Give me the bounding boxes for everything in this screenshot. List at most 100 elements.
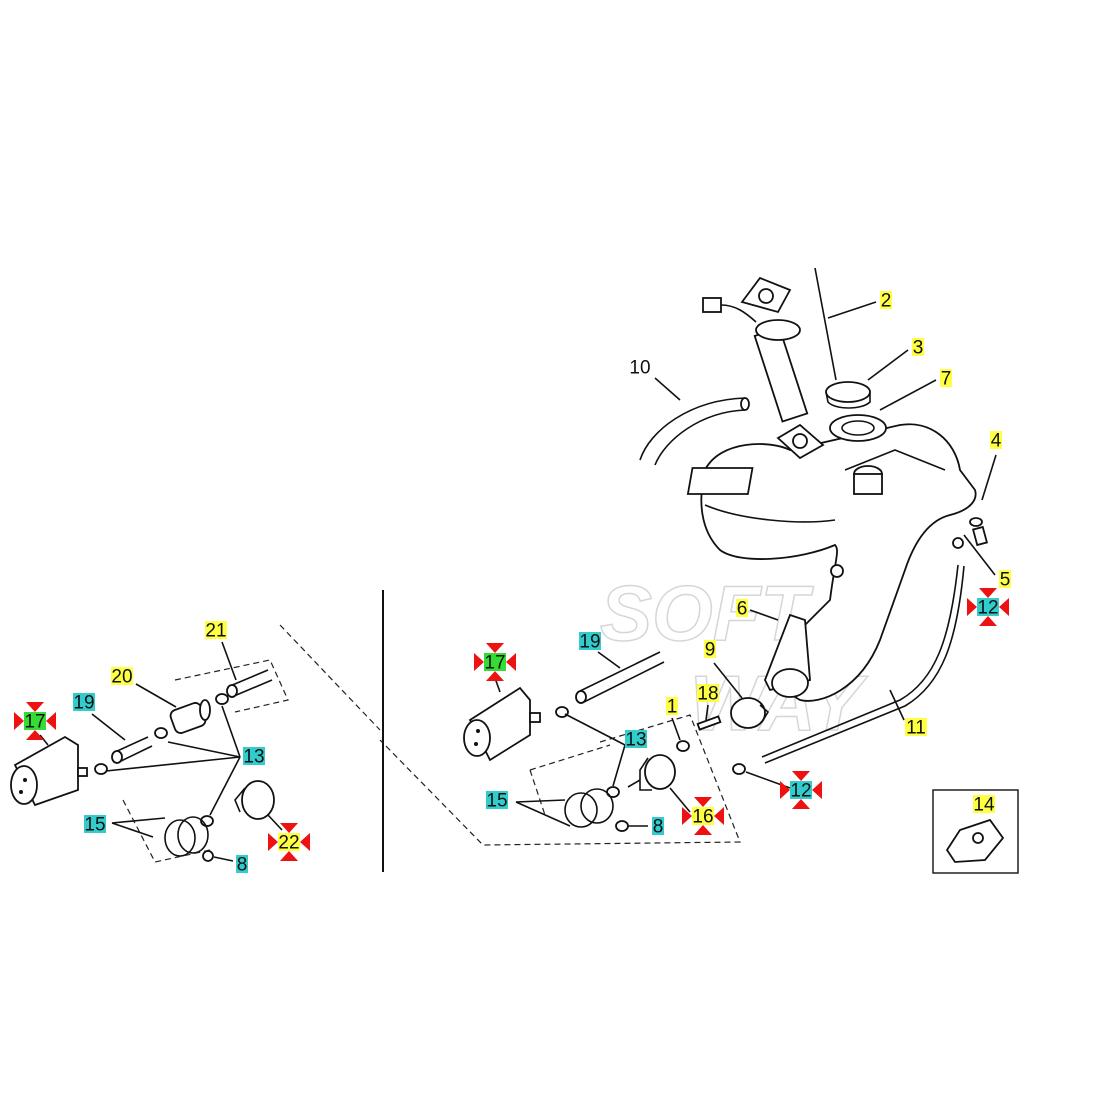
callout-highlight [652, 817, 664, 835]
callout-number: 22 [278, 833, 299, 854]
hose-19-left [111, 736, 153, 764]
callout-15[interactable]: 15 [84, 815, 106, 836]
callout-8[interactable]: 8 [236, 855, 248, 876]
callout-1[interactable]: 1 [666, 697, 678, 718]
attention-marker-icon [780, 771, 822, 809]
callout-number: 15 [84, 815, 105, 836]
callout-number: 10 [629, 358, 650, 379]
callout-highlight [111, 667, 133, 685]
callout-highlight [243, 747, 265, 765]
callout-number: 2 [881, 291, 892, 312]
callout-highlight [486, 791, 508, 809]
fuel-level-sender [702, 276, 825, 460]
callout-number: 19 [73, 693, 94, 714]
callout-8[interactable]: 8 [652, 817, 664, 838]
dashed-subgroup-right [529, 744, 611, 816]
callout-highlight [625, 730, 647, 748]
callout-12[interactable]: 12 [780, 771, 822, 809]
callout-highlight [205, 621, 227, 639]
callout-highlight [484, 653, 506, 671]
hose-10 [639, 397, 750, 466]
callout-13[interactable]: 13 [625, 730, 647, 751]
breather-hose-11 [761, 564, 965, 764]
fuel-filter-22 [234, 780, 275, 820]
pump-17-left [10, 735, 88, 807]
callout-10[interactable]: 10 [629, 358, 650, 379]
callout-highlight [278, 833, 300, 851]
callout-14[interactable]: 14 [973, 795, 995, 816]
callout-3[interactable]: 3 [912, 338, 924, 359]
callout-highlight [84, 815, 106, 833]
callout-number: 13 [625, 730, 646, 751]
callout-2[interactable]: 2 [880, 291, 892, 312]
callout-number: 7 [941, 369, 952, 390]
callout-number: 6 [737, 599, 748, 620]
callout-number: 9 [705, 640, 716, 661]
bolt-4-5 [952, 517, 989, 549]
fuel-tank [686, 423, 977, 702]
callout-6[interactable]: 6 [736, 599, 748, 620]
callout-11[interactable]: 11 [905, 718, 927, 739]
callout-highlight [905, 718, 927, 736]
hose-21 [226, 669, 273, 698]
callout-number: 5 [1000, 570, 1011, 591]
callout-highlight [973, 795, 995, 813]
callout-number: 18 [697, 684, 718, 705]
callout-highlight [697, 684, 719, 702]
callout-highlight [977, 598, 999, 616]
fuel-filter-16 [627, 754, 676, 791]
callout-9[interactable]: 9 [704, 640, 716, 661]
clamps-right [555, 706, 746, 832]
callout-number: 15 [486, 791, 507, 812]
callout-number: 14 [973, 795, 995, 816]
callout-highlight [940, 369, 952, 387]
callout-number: 8 [237, 855, 248, 876]
callout-number: 16 [692, 807, 713, 828]
callout-highlight [999, 570, 1011, 588]
callout-13[interactable]: 13 [243, 747, 265, 768]
attention-marker-icon [268, 823, 310, 861]
callout-19[interactable]: 19 [73, 693, 95, 714]
callout-number: 8 [653, 817, 664, 838]
callout-7[interactable]: 7 [940, 369, 952, 390]
callout-number: 13 [243, 747, 264, 768]
callout-highlight [736, 599, 748, 617]
callout-highlight [880, 291, 892, 309]
callout-highlight [73, 693, 95, 711]
callout-15[interactable]: 15 [486, 791, 508, 812]
fuel-cap [825, 381, 887, 442]
callout-highlight [24, 712, 46, 730]
callout-17[interactable]: 17 [474, 643, 516, 681]
callout-highlight [579, 632, 601, 650]
callout-number: 12 [790, 781, 811, 802]
attention-marker-icon [14, 702, 56, 740]
leader-lines-left [39, 641, 283, 862]
inline-filter-20 [169, 699, 211, 734]
callout-number: 17 [24, 712, 45, 733]
callout-number: 21 [205, 621, 226, 642]
callout-highlight [990, 431, 1002, 449]
callout-20[interactable]: 20 [111, 667, 133, 688]
callout-19[interactable]: 19 [579, 632, 601, 653]
callout-highlight [912, 338, 924, 356]
callout-16[interactable]: 16 [682, 797, 724, 835]
callout-highlight [790, 781, 812, 799]
callout-number: 17 [484, 653, 505, 674]
callout-highlight [666, 697, 678, 715]
attention-marker-icon [682, 797, 724, 835]
callout-21[interactable]: 21 [205, 621, 227, 642]
callout-22[interactable]: 22 [268, 823, 310, 861]
callout-5[interactable]: 5 [999, 570, 1011, 591]
callout-4[interactable]: 4 [990, 431, 1002, 452]
callout-12[interactable]: 12 [967, 588, 1009, 626]
hose-clamp-9 [730, 697, 770, 729]
callout-18[interactable]: 18 [697, 684, 719, 705]
pump-17-right [463, 686, 541, 762]
callout-number: 4 [991, 431, 1002, 452]
callout-highlight [692, 807, 714, 825]
callout-number: 11 [906, 718, 926, 739]
attention-marker-icon [967, 588, 1009, 626]
callout-17[interactable]: 17 [14, 702, 56, 740]
callout-highlight [704, 640, 716, 658]
callout-highlight [236, 855, 248, 873]
